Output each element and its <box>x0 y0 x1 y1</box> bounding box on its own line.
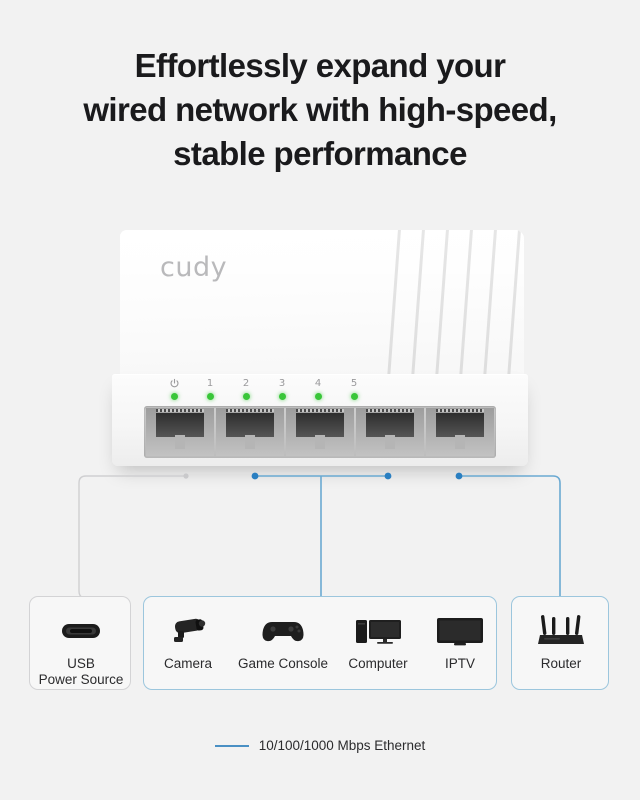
television-icon <box>435 610 485 652</box>
rj45-port <box>216 408 284 456</box>
ethernet-node <box>251 472 259 480</box>
port-opening <box>365 413 415 437</box>
rj45-port <box>426 408 494 456</box>
port-latch-slot <box>384 435 396 449</box>
indicator-port-5: 5 <box>346 378 362 400</box>
port-5-led-dot <box>350 393 358 400</box>
ethernet-clients-group: Camera Game Console <box>143 596 497 690</box>
port-1-led-dot <box>206 393 214 400</box>
rj45-port <box>286 408 354 456</box>
page-title: Effortlessly expand your wired network w… <box>0 44 640 176</box>
legend: 10/100/1000 Mbps Ethernet <box>0 738 640 753</box>
device-label-iptv: IPTV <box>444 656 475 671</box>
indicator-port-2: 2 <box>238 378 254 400</box>
device-iptv[interactable]: IPTV <box>422 597 498 691</box>
connection-diagram-lines <box>0 466 640 599</box>
switch-top-face: cudy <box>120 230 524 378</box>
headline-line-2: wired network with high-speed, <box>83 91 557 128</box>
power-connection-line <box>78 475 186 599</box>
port-latch-slot <box>244 435 256 449</box>
indicator-power <box>166 378 182 400</box>
indicator-port-1: 1 <box>202 378 218 400</box>
connected-devices-row: USB Power Source Camera <box>0 596 640 694</box>
device-computer[interactable]: Computer <box>334 597 422 691</box>
port-vent-strip <box>435 409 485 412</box>
uplink-router-group: Router <box>511 596 609 690</box>
brand-logo: cudy <box>160 252 228 283</box>
rj45-port <box>356 408 424 456</box>
port-latch-slot <box>454 435 466 449</box>
ethernet-node <box>455 472 463 480</box>
wifi-router-icon <box>532 610 590 652</box>
usb-c-connector-icon <box>61 610 101 652</box>
usb-label-line-1: USB <box>67 656 95 671</box>
usb-label-line-2: Power Source <box>38 672 124 687</box>
top-face-sheen <box>120 230 524 290</box>
device-label-game-console: Game Console <box>237 656 329 671</box>
port-4-led-dot <box>314 393 322 400</box>
game-controller-icon <box>260 610 306 652</box>
headline-line-3: stable performance <box>173 135 467 172</box>
port-vent-strip <box>155 409 205 412</box>
rj45-port-bay <box>144 406 496 458</box>
device-usb-power[interactable]: USB Power Source <box>30 597 132 691</box>
rj45-port <box>146 408 214 456</box>
port-opening <box>225 413 275 437</box>
port-3-label: 3 <box>278 378 286 389</box>
port-2-label: 2 <box>242 378 250 389</box>
port-vent-strip <box>225 409 275 412</box>
port-latch-slot <box>314 435 326 449</box>
device-label-usb-power: USB Power Source <box>33 656 129 688</box>
device-game-console[interactable]: Game Console <box>232 597 334 691</box>
ethernet-line-router <box>459 475 561 598</box>
device-label-camera: Camera <box>163 656 212 671</box>
power-connection-node <box>183 473 189 479</box>
power-led-dot <box>170 393 178 400</box>
headline-line-1: Effortlessly expand your <box>134 47 506 84</box>
device-label-computer: Computer <box>348 656 408 671</box>
ethernet-node <box>384 472 392 480</box>
legend-line-swatch <box>214 744 249 747</box>
led-indicator-row: 1 2 3 4 5 <box>166 378 362 400</box>
port-opening <box>295 413 345 437</box>
port-1-label: 1 <box>206 378 214 389</box>
power-symbol-icon <box>169 378 180 389</box>
port-opening <box>435 413 485 437</box>
usb-power-group: USB Power Source <box>29 596 131 690</box>
port-3-led-dot <box>278 393 286 400</box>
legend-label: 10/100/1000 Mbps Ethernet <box>258 738 426 753</box>
port-latch-slot <box>174 435 186 449</box>
port-4-label: 4 <box>314 378 322 389</box>
port-opening <box>155 413 205 437</box>
security-camera-icon <box>166 610 210 652</box>
switch-front-face: 1 2 3 4 5 <box>112 374 528 466</box>
port-2-led-dot <box>242 393 250 400</box>
desktop-computer-icon <box>352 610 404 652</box>
indicator-port-3: 3 <box>274 378 290 400</box>
port-5-label: 5 <box>350 378 358 389</box>
device-label-router: Router <box>540 656 582 671</box>
port-vent-strip <box>295 409 345 412</box>
network-switch-product-image: cudy 1 2 3 <box>112 224 528 472</box>
device-camera[interactable]: Camera <box>144 597 232 691</box>
port-vent-strip <box>365 409 415 412</box>
indicator-port-4: 4 <box>310 378 326 400</box>
device-router[interactable]: Router <box>512 597 610 691</box>
